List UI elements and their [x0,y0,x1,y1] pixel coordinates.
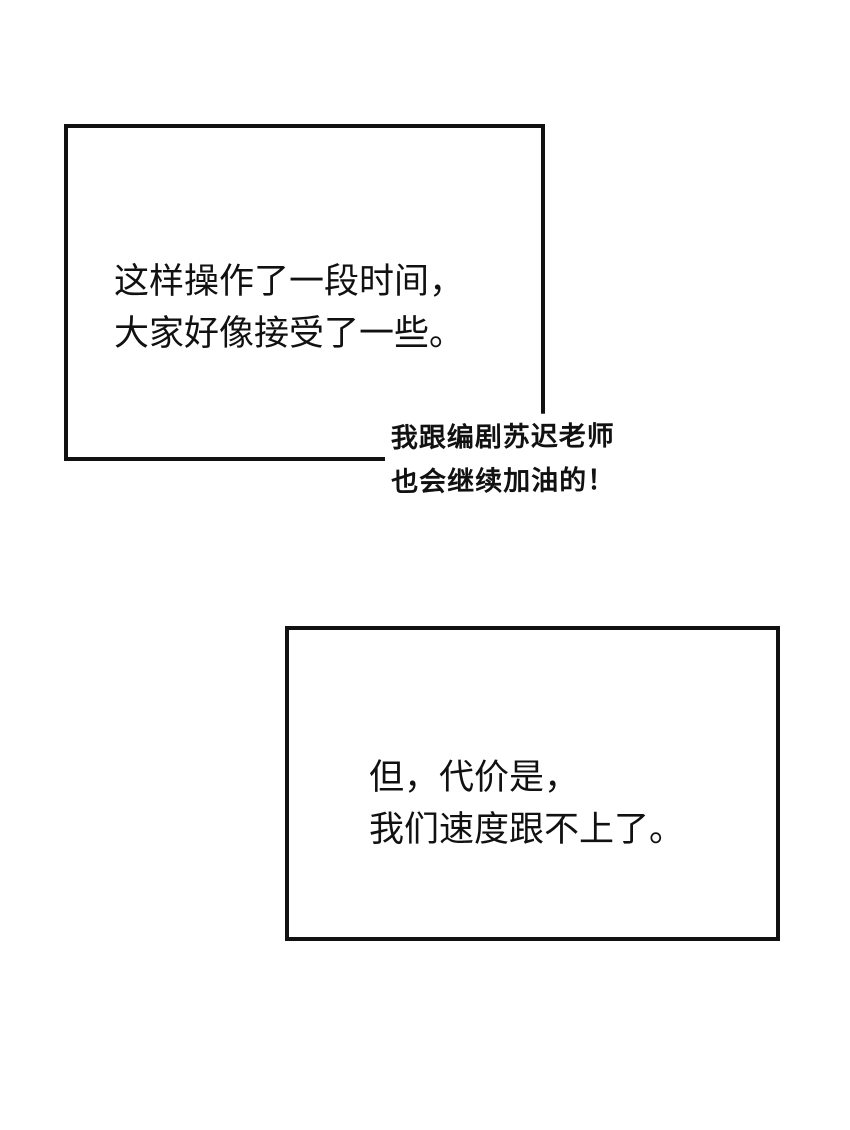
caption-box-bottom: 但，代价是， 我们速度跟不上了。 [285,626,780,941]
author-note: 我跟编剧苏迟老师 也会继续加油的！ [384,412,624,510]
author-note-line: 也会继续加油的！ [391,465,616,498]
caption-box-top: 这样操作了一段时间， 大家好像接受了一些。 [64,124,545,461]
caption-line: 大家好像接受了一些。 [114,314,465,354]
author-note-line: 我跟编剧苏迟老师 [390,421,615,454]
caption-text-top: 这样操作了一段时间， 大家好像接受了一些。 [114,256,464,360]
caption-line: 这样操作了一段时间， [114,262,465,302]
caption-text-bottom: 但，代价是， 我们速度跟不上了。 [369,752,684,856]
caption-line: 但，代价是， [369,758,580,798]
caption-line: 我们速度跟不上了。 [369,810,685,850]
